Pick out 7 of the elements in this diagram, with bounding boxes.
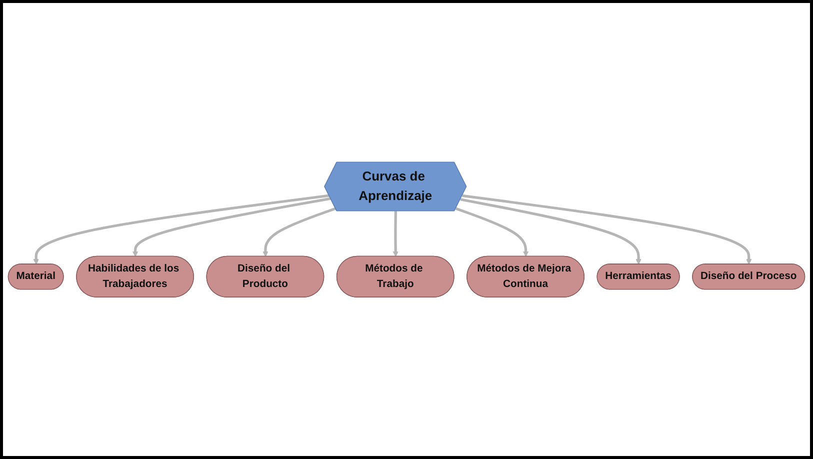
arrow: [462, 194, 752, 264]
arrow: [460, 198, 642, 264]
arrow: [262, 207, 336, 257]
arrow: [392, 211, 398, 257]
arrow: [33, 194, 330, 264]
arrow: [455, 207, 529, 257]
arrow: [132, 197, 331, 257]
